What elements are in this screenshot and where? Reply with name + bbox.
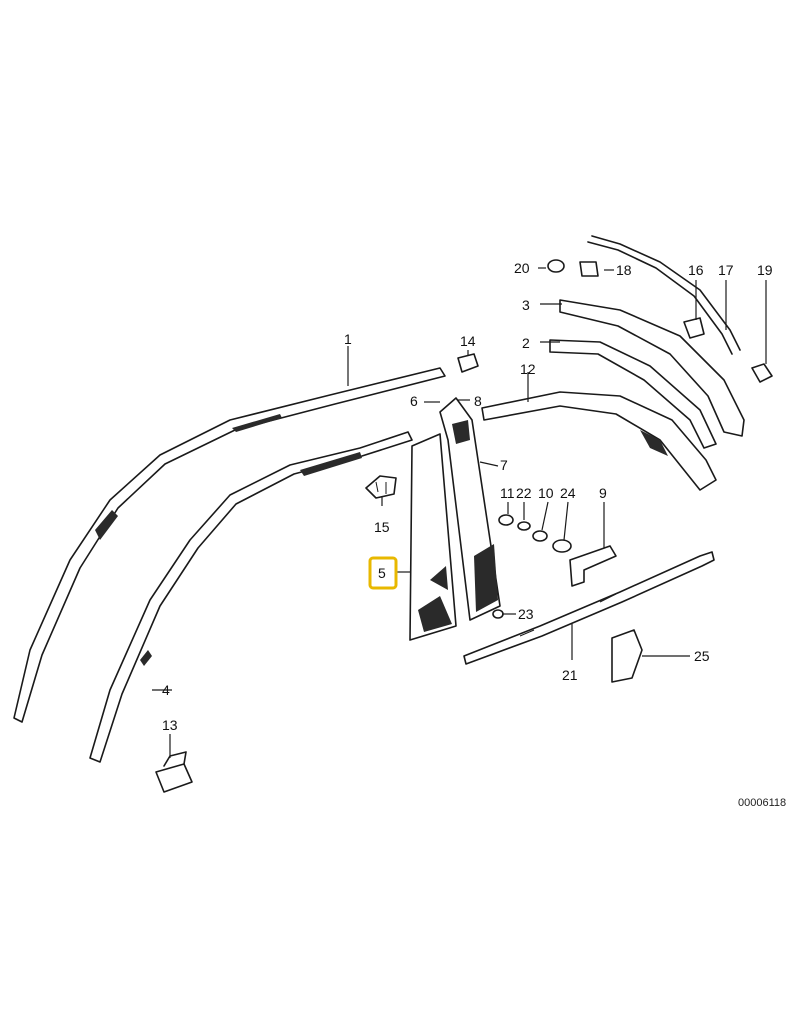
part-13-clip[interactable] <box>155 751 193 793</box>
part-5-pillar-trim[interactable] <box>409 433 457 641</box>
part-23-plug[interactable] <box>492 609 504 619</box>
callout-23[interactable]: 23 <box>518 606 534 622</box>
callout-4[interactable]: 4 <box>162 682 170 698</box>
callout-7[interactable]: 7 <box>500 457 508 473</box>
callout-11[interactable]: 11 <box>500 485 515 501</box>
part-21-sill-strip[interactable] <box>463 551 715 665</box>
callout-5[interactable]: 5 <box>378 565 386 581</box>
callout-14[interactable]: 14 <box>460 333 476 349</box>
leader-lines <box>152 267 767 758</box>
callout-17[interactable]: 17 <box>718 262 734 278</box>
part-7-pillar-strip[interactable] <box>439 397 501 621</box>
diagram-id: 00006118 <box>738 797 786 809</box>
part-2-inner-arc[interactable] <box>549 339 717 449</box>
part-17-seal[interactable] <box>587 235 741 355</box>
part-12-window-channel[interactable] <box>481 391 717 491</box>
part-11-grommet[interactable] <box>498 514 514 526</box>
callout-labels: 1 2 3 4 5 6 7 8 9 10 11 12 13 14 15 16 1… <box>162 260 773 733</box>
selected-callout-highlight <box>368 556 398 590</box>
callout-24[interactable]: 24 <box>560 485 576 501</box>
part-10-washer[interactable] <box>532 530 548 542</box>
callout-8[interactable]: 8 <box>474 393 482 409</box>
part-14-cap[interactable] <box>457 353 479 373</box>
callout-10[interactable]: 10 <box>538 485 554 501</box>
callout-12[interactable]: 12 <box>520 361 536 377</box>
part-9-bracket[interactable] <box>569 545 617 587</box>
callout-3[interactable]: 3 <box>522 297 530 313</box>
part-19-screw[interactable] <box>751 363 773 383</box>
callout-16[interactable]: 16 <box>688 262 704 278</box>
callout-21[interactable]: 21 <box>562 667 578 683</box>
callout-25[interactable]: 25 <box>694 648 710 664</box>
part-22-washer[interactable] <box>517 521 531 531</box>
callout-1[interactable]: 1 <box>344 331 352 347</box>
part-3-outer-arc[interactable] <box>559 299 745 437</box>
callout-13[interactable]: 13 <box>162 717 178 733</box>
callout-6[interactable]: 6 <box>410 393 418 409</box>
part-1-roof-moulding[interactable] <box>13 367 446 723</box>
callout-9[interactable]: 9 <box>599 485 607 501</box>
part-25-end-cap[interactable] <box>611 629 643 683</box>
part-15-clip[interactable] <box>365 475 397 499</box>
part-18-nut[interactable] <box>579 261 599 277</box>
part-16-fastener[interactable] <box>683 317 705 339</box>
part-20-washer[interactable] <box>547 259 565 273</box>
callout-22[interactable]: 22 <box>516 485 532 501</box>
part-24-washer[interactable] <box>552 539 572 553</box>
callout-2[interactable]: 2 <box>522 335 530 351</box>
callout-15[interactable]: 15 <box>374 519 390 535</box>
callout-20[interactable]: 20 <box>514 260 530 276</box>
part-4-frame-moulding[interactable] <box>89 431 413 763</box>
callout-18[interactable]: 18 <box>616 262 632 278</box>
callout-19[interactable]: 19 <box>757 262 773 278</box>
